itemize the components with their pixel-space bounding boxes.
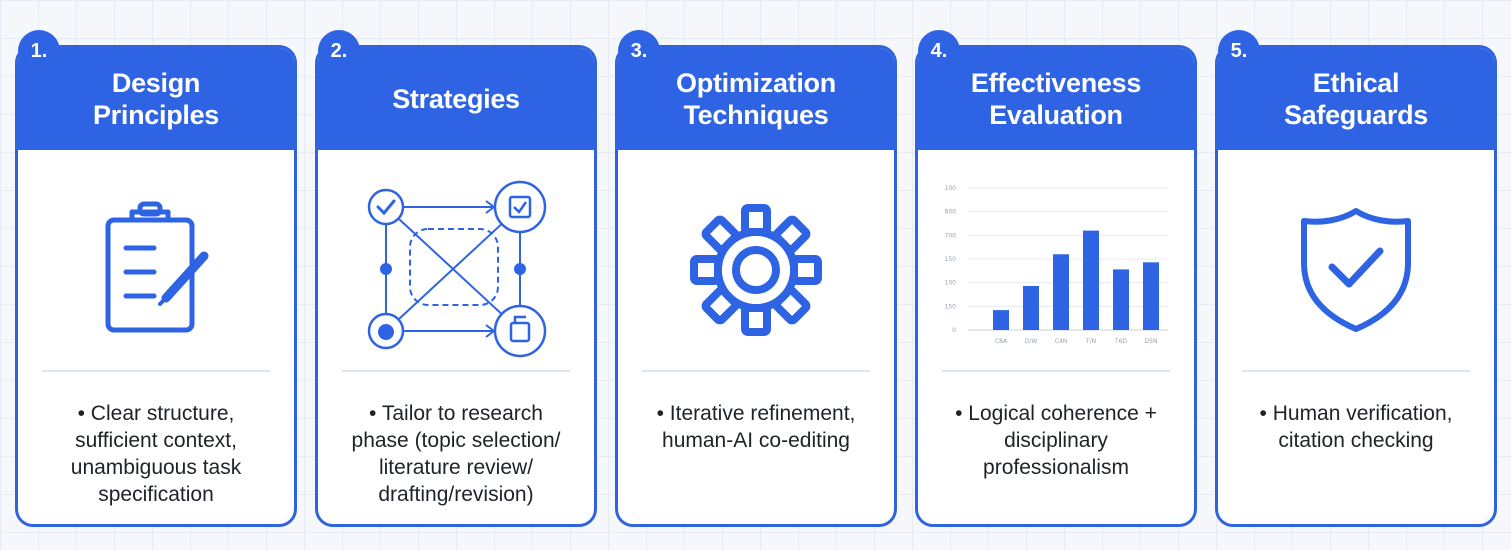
chart-x-tick-label: D/W: [1025, 338, 1038, 345]
card-bullet: • Iterative refinement, human-AI co-edit…: [656, 402, 856, 452]
chart-y-tick-label: 150: [945, 256, 957, 263]
workflow-icon: [318, 160, 594, 380]
clipboard-pen-icon: [18, 160, 294, 380]
chart-x-tick-label: C8A: [995, 338, 1008, 345]
card-header: Ethical Safeguards: [1218, 48, 1494, 150]
step-number-badge: 4.: [918, 30, 960, 72]
chart-y-tick-label: 700: [945, 232, 957, 239]
step-number-badge: 2.: [318, 30, 360, 72]
divider: [942, 370, 1170, 372]
card-title: Design Principles: [92, 68, 220, 130]
chart-y-tick-label: 100: [945, 185, 957, 192]
chart-bar: [1143, 262, 1159, 330]
step-number-badge: 1.: [18, 30, 60, 72]
step-number-badge: 3.: [618, 30, 660, 72]
card-header: Strategies: [318, 48, 594, 150]
divider: [42, 370, 270, 372]
card-header: Optimization Techniques: [618, 48, 894, 150]
chart-bar: [1083, 230, 1099, 330]
card-bullet: • Tailor to research phase (topic select…: [351, 402, 561, 506]
card-header: Effectiveness Evaluation: [918, 48, 1194, 150]
divider: [642, 370, 870, 372]
card-title: Optimization Techniques: [676, 68, 836, 130]
step-card-strategies: Strategies • Tailor to resear: [315, 45, 597, 527]
chart-x-tick-label: D5N: [1145, 338, 1158, 345]
chart-y-tick-label: 150: [945, 303, 957, 310]
card-title: Strategies: [392, 84, 520, 114]
shield-check-icon: [1218, 160, 1494, 380]
step-number-badge: 5.: [1218, 30, 1260, 72]
card-bullet: • Logical coherence + disciplinary profe…: [955, 402, 1157, 479]
step-card-design-principles: Design Principles • Clear structure, suf…: [15, 45, 297, 527]
card-title: Effectiveness Evaluation: [970, 68, 1142, 130]
chart-y-tick-label: 800: [945, 209, 957, 216]
step-card-ethical-safeguards: Ethical Safeguards • Human verification,…: [1215, 45, 1497, 527]
card-title: Ethical Safeguards: [1283, 68, 1429, 130]
card-bullet: • Clear structure, sufficient context, u…: [70, 402, 242, 506]
chart-y-tick-label: 100: [945, 280, 957, 287]
chart-x-tick-label: C4N: [1055, 338, 1068, 345]
card-bullet: • Human verification, citation checking: [1259, 402, 1453, 452]
step-card-optimization-techniques: Optimization Techniques • Iterati: [615, 45, 897, 527]
gear-icon: [618, 160, 894, 380]
chart-bar: [1053, 254, 1069, 330]
card-header: Design Principles: [18, 48, 294, 150]
chart-x-tick-label: T6D: [1114, 338, 1127, 345]
chart-bar: [1023, 285, 1039, 330]
chart-y-tick-label: 0: [952, 327, 956, 334]
divider: [342, 370, 570, 372]
chart-bar: [1113, 269, 1129, 330]
chart-bar: [993, 310, 1009, 330]
chart-x-tick-label: T/N: [1085, 338, 1096, 345]
divider: [1242, 370, 1470, 372]
